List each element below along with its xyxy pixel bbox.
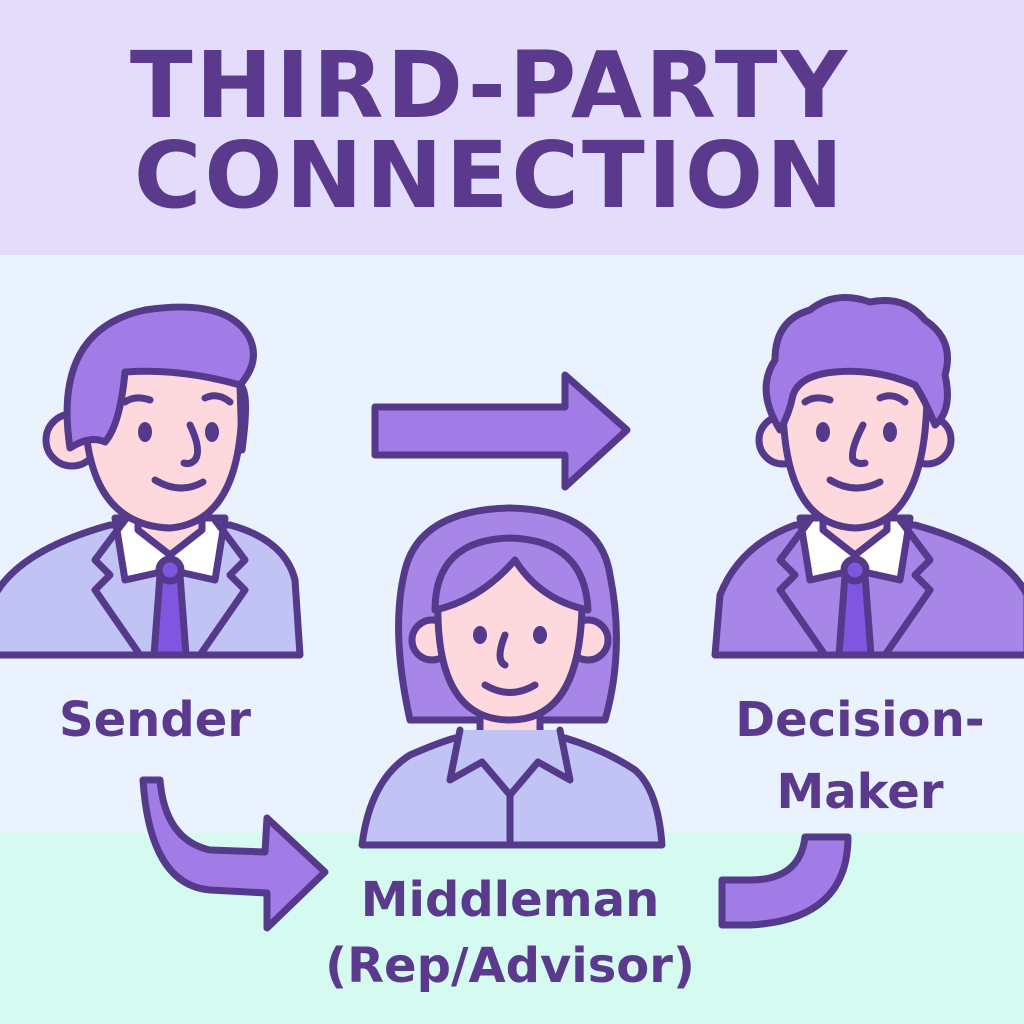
curved-arrow-to-decision-maker-icon bbox=[718, 833, 852, 929]
header-band bbox=[0, 0, 1024, 255]
tie-icon bbox=[150, 571, 190, 659]
sender-figure bbox=[0, 303, 304, 659]
tie-icon bbox=[835, 571, 875, 659]
middleman-label-line-2: (Rep/Advisor) bbox=[325, 938, 695, 994]
decision-maker-figure bbox=[711, 294, 1024, 659]
title-line-2: CONNECTION bbox=[133, 122, 847, 229]
middleman-label-line-1: Middleman bbox=[360, 872, 660, 928]
arrow-right-icon bbox=[371, 371, 631, 491]
middleman-figure bbox=[358, 504, 666, 849]
curved-arrow-to-middleman-icon bbox=[139, 776, 329, 932]
decision-maker-label-line-2: Maker bbox=[776, 764, 944, 820]
decision-maker-label-line-1: Decision- bbox=[735, 692, 985, 748]
sender-label: Sender bbox=[59, 692, 251, 748]
title-line-1: THIRD-PARTY bbox=[129, 32, 851, 139]
